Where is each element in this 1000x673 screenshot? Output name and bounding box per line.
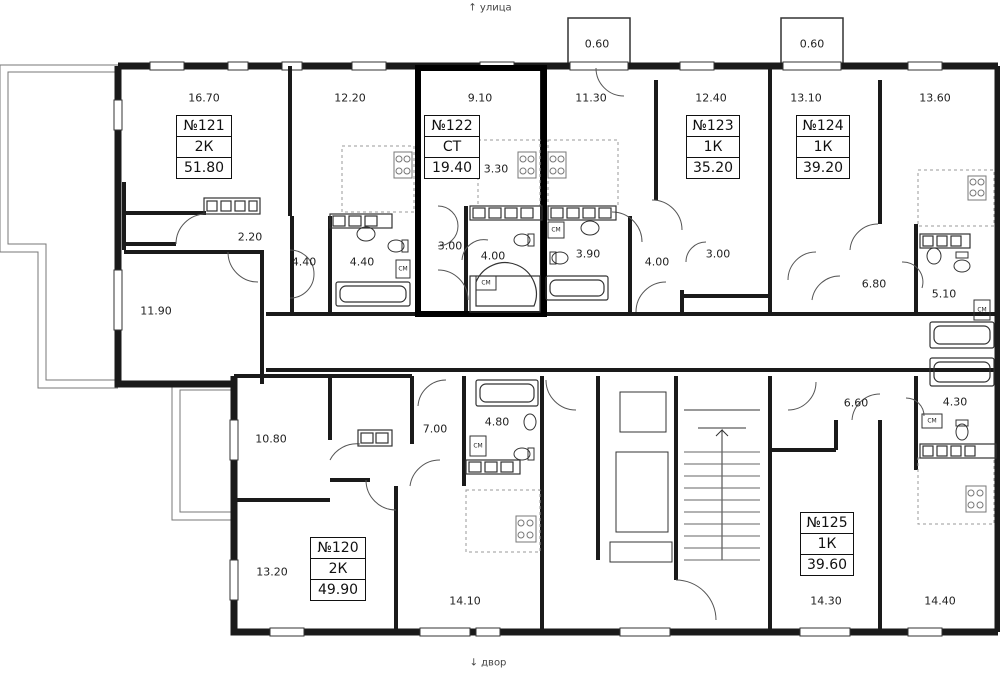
apartment-type: 1К: [687, 137, 739, 158]
room-area: 4.40: [349, 255, 375, 269]
apartment-122-badge[interactable]: №122 СТ 19.40: [424, 115, 480, 179]
apartment-area: 39.20: [802, 160, 844, 176]
apartment-124-badge[interactable]: №124 1К 39.20: [796, 115, 850, 179]
room-area: 5.10: [931, 287, 957, 301]
room-area: 11.30: [575, 91, 607, 105]
interior-walls: [122, 66, 998, 632]
room-area: 13.20: [256, 565, 288, 579]
room-area: 2.20: [237, 230, 263, 244]
apartment-123-badge[interactable]: №123 1К 35.20: [686, 115, 740, 179]
washer-tag: СМ: [927, 417, 937, 425]
apartment-area: 49.90: [317, 582, 359, 598]
room-area: 13.10: [790, 91, 822, 105]
room-area: 4.40: [291, 255, 317, 269]
apartment-type: 2К: [177, 137, 231, 158]
exterior-walls: [114, 62, 1000, 636]
bathtubs: [335, 262, 995, 407]
apartment-area: 19.40: [431, 160, 473, 176]
apartment-number: №121: [177, 116, 231, 137]
stove-icons: [393, 151, 987, 543]
room-area: 14.10: [449, 594, 481, 608]
stair-core: [609, 391, 760, 563]
room-area: 6.60: [843, 396, 869, 410]
apartment-area: 35.20: [692, 160, 734, 176]
washer-tag: СМ: [473, 442, 483, 450]
apartment-type: СТ: [425, 137, 479, 158]
room-area: 3.90: [575, 247, 601, 261]
room-area: 4.00: [480, 249, 506, 263]
apartment-120-badge[interactable]: №120 2К 49.90: [310, 537, 366, 601]
room-area: 16.70: [188, 91, 220, 105]
room-area: 13.60: [919, 91, 951, 105]
sanitary-fixtures: [356, 220, 971, 461]
room-area: 7.00: [422, 422, 448, 436]
room-area-balcony: 0.60: [584, 37, 610, 51]
apartment-number: №123: [687, 116, 739, 137]
apartment-area: 39.60: [806, 557, 848, 573]
room-area: 12.20: [334, 91, 366, 105]
room-area: 4.80: [484, 415, 510, 429]
kitchen-cabinets: [203, 197, 997, 475]
apartment-area: 51.80: [183, 160, 225, 176]
room-area: 6.80: [861, 277, 887, 291]
apartment-number: №125: [801, 513, 853, 534]
orientation-street-label: ↑ улица: [468, 2, 512, 14]
room-area: 4.30: [942, 395, 968, 409]
room-area: 4.00: [644, 255, 670, 269]
orientation-yard-label: ↓ двор: [469, 657, 507, 669]
apartment-number: №124: [797, 116, 849, 137]
apartment-125-badge[interactable]: №125 1К 39.60: [800, 512, 854, 576]
apartment-number: №122: [425, 116, 479, 137]
room-area: 9.10: [467, 91, 493, 105]
room-area-balcony: 0.60: [799, 37, 825, 51]
room-area: 14.30: [810, 594, 842, 608]
washer-tag: СМ: [481, 279, 491, 287]
apartment-type: 1К: [797, 137, 849, 158]
room-area: 11.90: [140, 304, 172, 318]
room-area: 12.40: [695, 91, 727, 105]
washer-tag: СМ: [977, 306, 987, 314]
room-area: 3.00: [437, 239, 463, 253]
room-area: 10.80: [255, 432, 287, 446]
washer-tag: СМ: [551, 226, 561, 234]
room-area: 3.00: [705, 247, 731, 261]
washer-tag: СМ: [398, 265, 408, 273]
apartment-121-badge[interactable]: №121 2К 51.80: [176, 115, 232, 179]
door-swings: [175, 67, 925, 621]
apartment-number: №120: [311, 538, 365, 559]
washing-machines: [395, 221, 991, 457]
room-area: 14.40: [924, 594, 956, 608]
apartment-122-highlight: [415, 65, 547, 317]
room-area: 3.30: [483, 162, 509, 176]
apartment-type: 1К: [801, 534, 853, 555]
apartment-type: 2К: [311, 559, 365, 580]
